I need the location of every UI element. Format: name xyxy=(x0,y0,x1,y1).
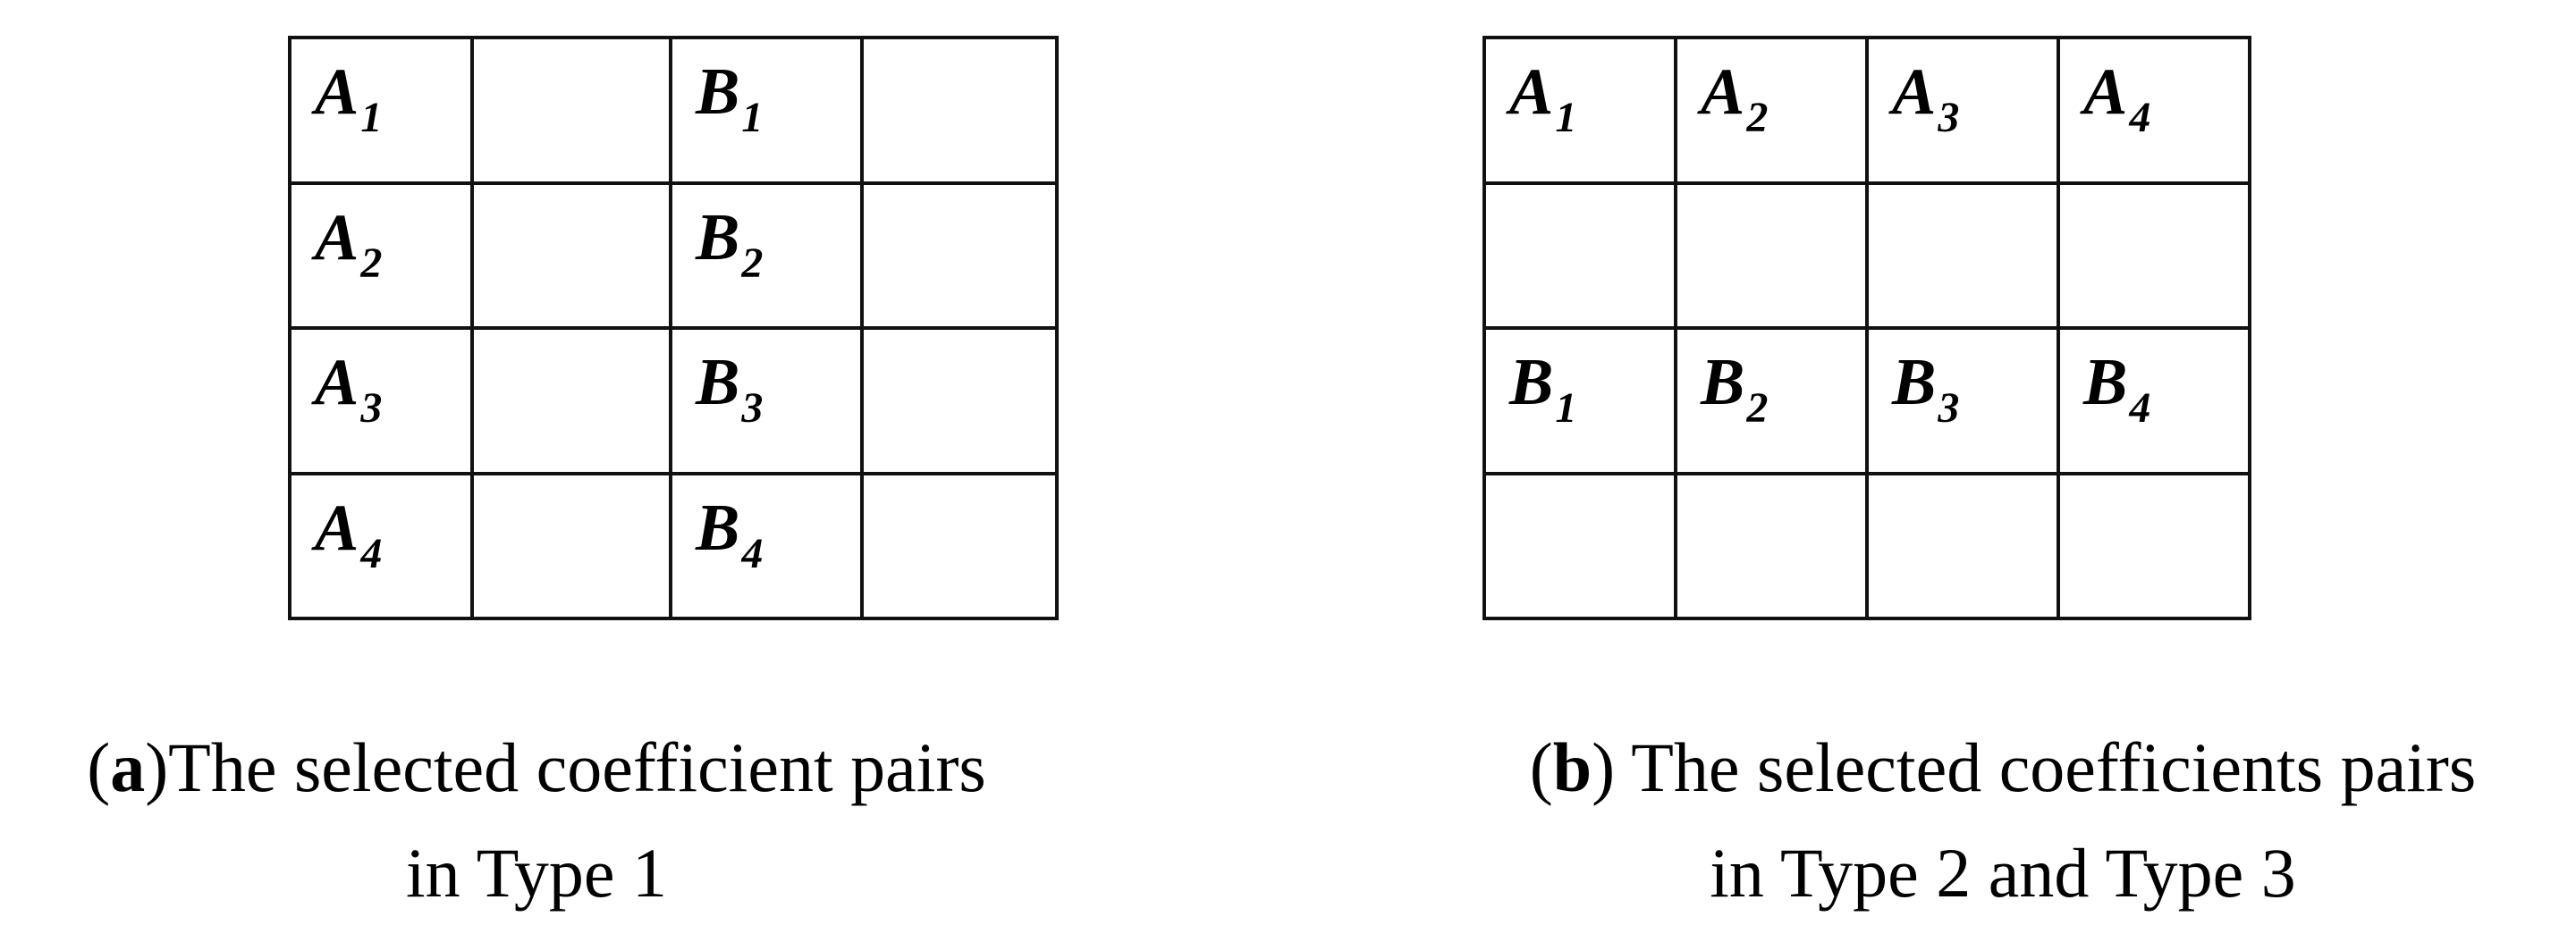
grid-cell xyxy=(860,36,1059,185)
grid-cell: B4 xyxy=(2057,326,2251,475)
caption-tag: b xyxy=(1552,728,1592,806)
coefficient-label: A4 xyxy=(2083,55,2151,141)
coefficient-grid-type-2-3: A1 A2 A3 A4 B1 B2 B3 B4 xyxy=(1482,36,2251,620)
grid-cell: B3 xyxy=(1865,326,2060,475)
grid-cell xyxy=(860,181,1059,330)
grid-cell xyxy=(860,326,1059,475)
coefficient-label: A2 xyxy=(315,200,383,287)
caption-tag: a xyxy=(110,728,146,806)
grid-cell xyxy=(1865,181,2060,330)
caption-b: (b) The selected coefficients pairs in T… xyxy=(1431,715,2575,926)
grid-cell: B4 xyxy=(669,471,864,620)
grid-cell xyxy=(1482,181,1677,330)
caption-line: in Type 1 xyxy=(405,834,668,912)
coefficient-label: B4 xyxy=(696,491,764,577)
grid-row: A3 B3 xyxy=(288,326,1059,475)
grid-cell: A3 xyxy=(288,326,474,475)
grid-row xyxy=(1482,471,2251,620)
caption-line: (a)The selected coefficient pairs xyxy=(87,728,986,806)
grid-cell: A3 xyxy=(1865,36,2060,185)
grid-cell: B1 xyxy=(669,36,864,185)
grid-cell: A2 xyxy=(1674,36,1869,185)
grid-cell: B2 xyxy=(669,181,864,330)
grid-row: B1 B2 B3 B4 xyxy=(1482,326,2251,475)
coefficient-label: B3 xyxy=(696,346,764,432)
coefficient-label: A2 xyxy=(1701,55,1769,141)
grid-cell: A1 xyxy=(1482,36,1677,185)
grid-cell xyxy=(1674,471,1869,620)
caption-a: (a)The selected coefficient pairs in Typ… xyxy=(0,715,1073,926)
coefficient-label: A3 xyxy=(1892,55,1960,141)
grid-cell xyxy=(860,471,1059,620)
grid-cell: A2 xyxy=(288,181,474,330)
grid-cell: B1 xyxy=(1482,326,1677,475)
grid-cell: A4 xyxy=(2057,36,2251,185)
grid-row: A1 B1 xyxy=(288,36,1059,185)
coefficient-label: A4 xyxy=(315,491,383,577)
coefficient-label: B2 xyxy=(1701,346,1769,432)
grid-row: A4 B4 xyxy=(288,471,1059,620)
coefficient-label: B1 xyxy=(1509,346,1577,432)
grid-cell xyxy=(2057,471,2251,620)
grid-cell: B3 xyxy=(669,326,864,475)
grid-cell xyxy=(470,36,672,185)
grid-cell xyxy=(1865,471,2060,620)
caption-line: (b) The selected coefficients pairs xyxy=(1529,728,2477,806)
coefficient-label: A3 xyxy=(315,346,383,432)
coefficient-label: B1 xyxy=(696,55,764,141)
grid-cell: A4 xyxy=(288,471,474,620)
coefficient-grid-type-1: A1 B1 A2 B2 A3 B3 A4 B4 xyxy=(288,36,1059,620)
coefficient-label: A1 xyxy=(1509,55,1577,141)
grid-cell xyxy=(1482,471,1677,620)
grid-cell xyxy=(470,326,672,475)
grid-cell: A1 xyxy=(288,36,474,185)
grid-row: A1 A2 A3 A4 xyxy=(1482,36,2251,185)
coefficient-label: B3 xyxy=(1892,346,1960,432)
grid-cell xyxy=(1674,181,1869,330)
grid-row xyxy=(1482,181,2251,330)
grid-cell xyxy=(2057,181,2251,330)
grid-cell: B2 xyxy=(1674,326,1869,475)
coefficient-label: A1 xyxy=(315,55,383,141)
coefficient-label: B4 xyxy=(2083,346,2151,432)
caption-line: in Type 2 and Type 3 xyxy=(1710,834,2296,912)
coefficient-label: B2 xyxy=(696,200,764,287)
grid-cell xyxy=(470,471,672,620)
grid-cell xyxy=(470,181,672,330)
grid-row: A2 B2 xyxy=(288,181,1059,330)
